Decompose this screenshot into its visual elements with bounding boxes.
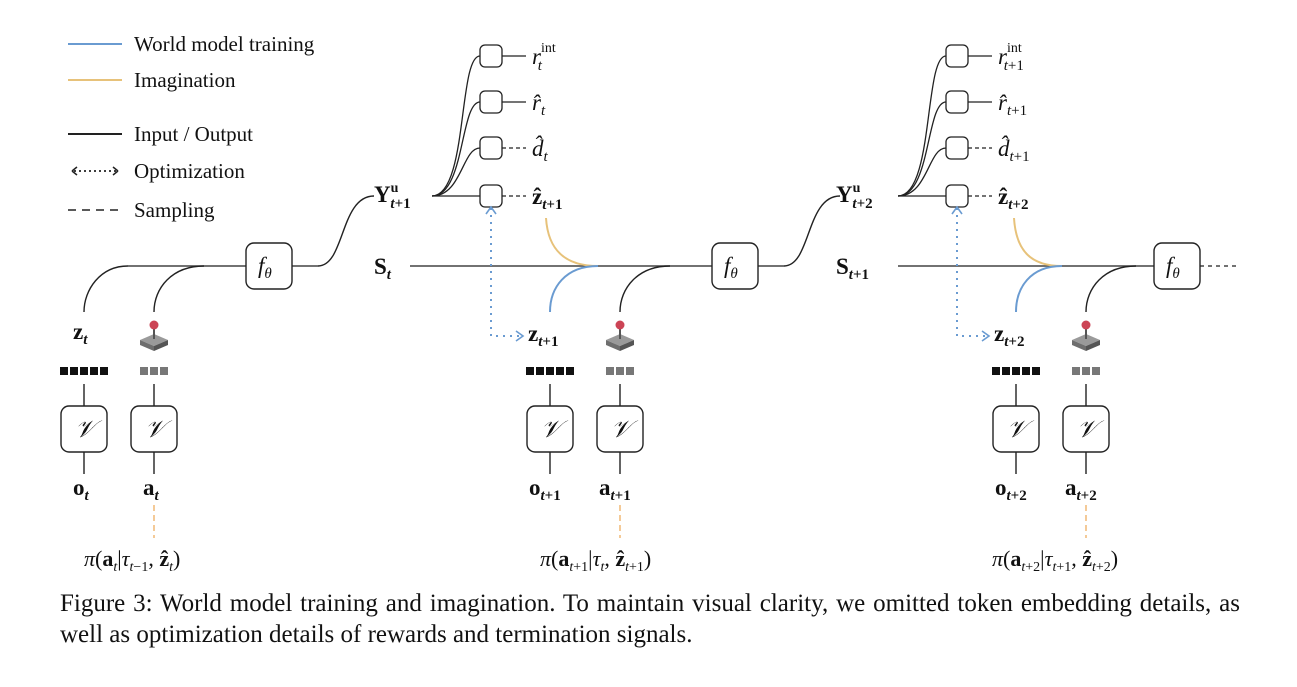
token-block-icon <box>526 367 574 375</box>
svg-text:ot+1: ot+1 <box>529 475 561 504</box>
o-t-label: ot <box>73 475 90 504</box>
token-block-icon <box>992 367 1040 375</box>
joystick-icon <box>140 320 168 351</box>
joystick-icon <box>1072 320 1100 351</box>
svg-text:ot+2: ot+2 <box>995 475 1027 504</box>
svg-text:d̂t: d̂t <box>532 134 549 165</box>
legend-imagination-label: Imagination <box>134 68 236 92</box>
joystick-icon <box>606 320 634 351</box>
figure-caption: Figure 3: World model training and imagi… <box>60 588 1240 650</box>
svg-text:r̂t+1: r̂t+1 <box>998 90 1027 119</box>
svg-text:at+2: at+2 <box>1065 475 1097 504</box>
s-t1-label: St+1 <box>836 254 869 283</box>
policy-t-label: π(at|τt−1, ẑt) <box>84 546 180 575</box>
legend-training-label: World model training <box>134 32 315 56</box>
z-t1-label: zt+1 <box>528 321 558 350</box>
legend-sampling-label: Sampling <box>134 198 215 222</box>
token-block-icon <box>606 367 634 375</box>
svg-text:d̂t+1: d̂t+1 <box>998 134 1030 165</box>
world-model-diagram: World model training Imagination Input /… <box>60 32 1240 575</box>
svg-text:ẑt+2: ẑt+2 <box>998 184 1028 213</box>
f-theta-box <box>245 242 293 290</box>
svg-text:r̂t: r̂t <box>532 90 546 119</box>
legend-io-label: Input / Output <box>134 122 253 146</box>
svg-text:at+1: at+1 <box>599 475 631 504</box>
caption-text: World model training and imagination. To… <box>60 590 1240 648</box>
svg-text:π(at+2|τt+1, ẑt+2): π(at+2|τt+1, ẑt+2) <box>992 546 1118 575</box>
f-theta-box <box>1153 242 1201 290</box>
step-block-t2: fθ zt+2 𝒱 𝒱 ot+2 at+2 π(at+2|τt+1, ẑt+2) <box>992 242 1201 575</box>
legend-optimization-label: Optimization <box>134 159 245 183</box>
legend: World model training Imagination Input /… <box>68 32 315 222</box>
s-t-label: St <box>374 254 392 283</box>
token-block-icon <box>1072 367 1100 375</box>
f-theta-box <box>711 242 759 290</box>
caption-label: Figure 3: <box>60 590 153 617</box>
svg-text:π(at+1|τt, ẑt+1): π(at+1|τt, ẑt+1) <box>540 546 651 575</box>
svg-text:ẑt+1: ẑt+1 <box>532 184 562 213</box>
z-t-label: zt <box>73 319 88 348</box>
a-t-label: at <box>143 475 160 504</box>
token-block-icon <box>60 367 108 375</box>
svg-text:zt+2: zt+2 <box>994 321 1024 350</box>
token-block-icon <box>140 367 168 375</box>
